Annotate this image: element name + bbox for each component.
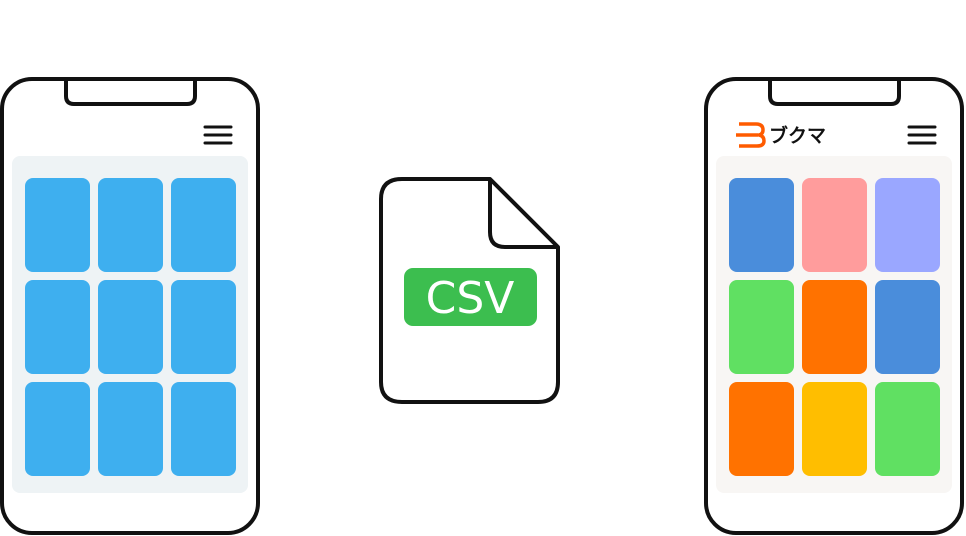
left-tile[interactable] — [98, 280, 163, 374]
left-tile[interactable] — [171, 280, 236, 374]
right-tile-grid — [729, 178, 940, 476]
right-tile[interactable] — [802, 178, 867, 272]
right-tile[interactable] — [802, 382, 867, 476]
right-tile[interactable] — [729, 178, 794, 272]
right-phone: ブクマ — [704, 77, 964, 535]
csv-label: CSV — [426, 273, 515, 324]
csv-label-badge — [404, 268, 537, 326]
left-tile[interactable] — [98, 382, 163, 476]
right-tile[interactable] — [875, 178, 940, 272]
left-tile[interactable] — [25, 382, 90, 476]
left-tile[interactable] — [171, 178, 236, 272]
bukuma-logo-icon — [736, 122, 766, 148]
document-fold — [488, 179, 558, 249]
right-tile[interactable] — [875, 382, 940, 476]
hamburger-icon[interactable] — [907, 125, 937, 145]
left-tile-grid — [25, 178, 236, 476]
left-tile[interactable] — [98, 178, 163, 272]
csv-file: CSV — [379, 177, 560, 404]
brand-name: ブクマ — [769, 124, 826, 147]
right-tile[interactable] — [729, 382, 794, 476]
right-tile[interactable] — [729, 280, 794, 374]
right-tile[interactable] — [802, 280, 867, 374]
left-phone-notch — [64, 79, 197, 106]
left-tile[interactable] — [171, 382, 236, 476]
hamburger-icon[interactable] — [203, 125, 233, 145]
left-tile[interactable] — [25, 280, 90, 374]
left-tile[interactable] — [25, 178, 90, 272]
right-tile[interactable] — [875, 280, 940, 374]
left-phone — [0, 77, 260, 535]
right-phone-notch — [768, 79, 901, 106]
